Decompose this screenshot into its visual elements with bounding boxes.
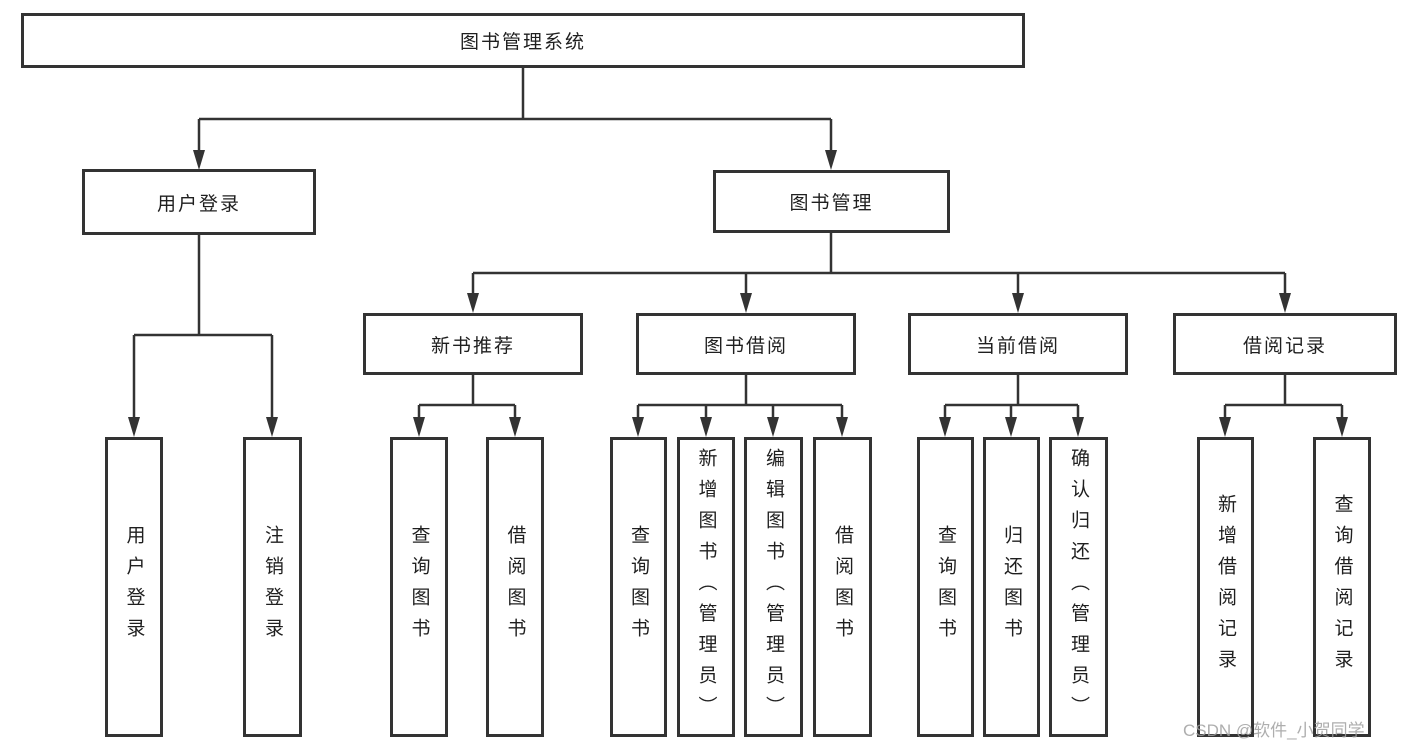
arrow-down-icon bbox=[767, 417, 779, 437]
node-label: 查询图书 bbox=[408, 525, 430, 649]
arrow-down-icon bbox=[825, 150, 837, 170]
arrow-down-icon bbox=[1336, 417, 1348, 437]
leaf-confirm-return-admin: 确认归还（管理员） bbox=[1049, 437, 1108, 737]
arrow-down-icon bbox=[1012, 293, 1024, 313]
arrow-down-icon bbox=[467, 293, 479, 313]
connector-path bbox=[132, 68, 1344, 420]
leaf-borrow-books: 借阅图书 bbox=[813, 437, 872, 737]
node-label: 用户登录 bbox=[156, 193, 241, 215]
node-label: 图书管理系统 bbox=[459, 32, 586, 53]
node-label: 借阅图书 bbox=[504, 525, 526, 649]
arrow-down-icon bbox=[632, 417, 644, 437]
node-current-borrow: 当前借阅 bbox=[908, 313, 1128, 375]
node-label: 新增图书（管理员） bbox=[695, 447, 717, 727]
node-label: 确认归还（管理员） bbox=[1068, 447, 1089, 727]
arrow-down-icon bbox=[836, 417, 848, 437]
node-label: 查询图书 bbox=[935, 525, 956, 649]
leaf-query-books: 查询图书 bbox=[390, 437, 448, 737]
arrow-down-icon bbox=[1219, 417, 1231, 437]
node-label: 用户登录 bbox=[123, 525, 145, 649]
arrow-down-icon bbox=[1072, 417, 1084, 437]
node-label: 借阅图书 bbox=[832, 525, 853, 649]
arrow-down-icon bbox=[266, 417, 278, 437]
node-book-borrow: 图书借阅 bbox=[636, 313, 856, 375]
node-new-book-recommend: 新书推荐 bbox=[363, 313, 583, 375]
node-label: 新书推荐 bbox=[430, 335, 515, 357]
node-label: 图书管理 bbox=[789, 193, 874, 214]
csdn-watermark: CSDN @软件_小贺同学 bbox=[1183, 721, 1365, 740]
node-label: 查询图书 bbox=[628, 525, 649, 649]
arrow-down-icon bbox=[700, 417, 712, 437]
arrow-down-icon bbox=[1279, 293, 1291, 313]
arrow-down-icon bbox=[939, 417, 951, 437]
node-label: 归还图书 bbox=[1001, 525, 1022, 649]
node-label: 图书借阅 bbox=[703, 335, 788, 357]
leaf-user-login: 用户登录 bbox=[105, 437, 163, 737]
leaf-borrow-books: 借阅图书 bbox=[486, 437, 544, 737]
leaf-return-book: 归还图书 bbox=[983, 437, 1040, 737]
arrow-down-icon bbox=[740, 293, 752, 313]
leaf-query-books: 查询图书 bbox=[917, 437, 974, 737]
arrow-down-icon bbox=[193, 150, 205, 170]
arrow-down-icon bbox=[1005, 417, 1017, 437]
node-label: 编辑图书（管理员） bbox=[763, 447, 784, 727]
arrow-down-icon bbox=[128, 417, 140, 437]
node-borrow-records: 借阅记录 bbox=[1173, 313, 1397, 375]
node-library-management-system: 图书管理系统 bbox=[21, 13, 1025, 68]
leaf-add-book-admin: 新增图书（管理员） bbox=[677, 437, 735, 737]
node-label: 新增借阅记录 bbox=[1215, 494, 1236, 680]
leaf-edit-book-admin: 编辑图书（管理员） bbox=[744, 437, 803, 737]
leaf-logout: 注销登录 bbox=[243, 437, 302, 737]
node-label: 注销登录 bbox=[262, 525, 283, 649]
arrow-down-icon bbox=[413, 417, 425, 437]
node-user-login: 用户登录 bbox=[82, 169, 316, 235]
arrow-down-icon bbox=[509, 417, 521, 437]
node-label: 查询借阅记录 bbox=[1331, 494, 1353, 680]
node-label: 借阅记录 bbox=[1242, 335, 1327, 357]
node-label: 当前借阅 bbox=[975, 335, 1060, 357]
arrowheads bbox=[128, 150, 1348, 437]
leaf-query-borrow-record: 查询借阅记录 bbox=[1313, 437, 1371, 737]
leaf-query-books: 查询图书 bbox=[610, 437, 667, 737]
node-book-management: 图书管理 bbox=[713, 170, 950, 233]
leaf-add-borrow-record: 新增借阅记录 bbox=[1197, 437, 1254, 737]
